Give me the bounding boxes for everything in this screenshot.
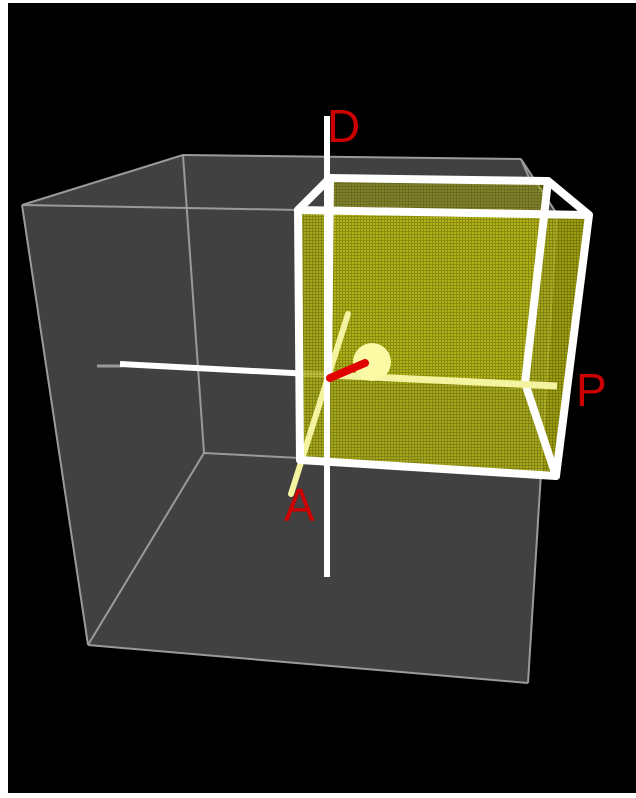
axis-horizontal-left: [119, 361, 331, 378]
orientation-marker: [326, 359, 369, 382]
label-posterior: P: [576, 364, 607, 416]
label-dorsal: D: [327, 100, 360, 152]
position-sphere[interactable]: [353, 343, 391, 381]
highlighted-region-cube: [298, 174, 589, 480]
label-anterior: A: [284, 479, 315, 531]
highlight-front-face: [298, 210, 589, 476]
highlight-front-edges: [294, 174, 593, 480]
